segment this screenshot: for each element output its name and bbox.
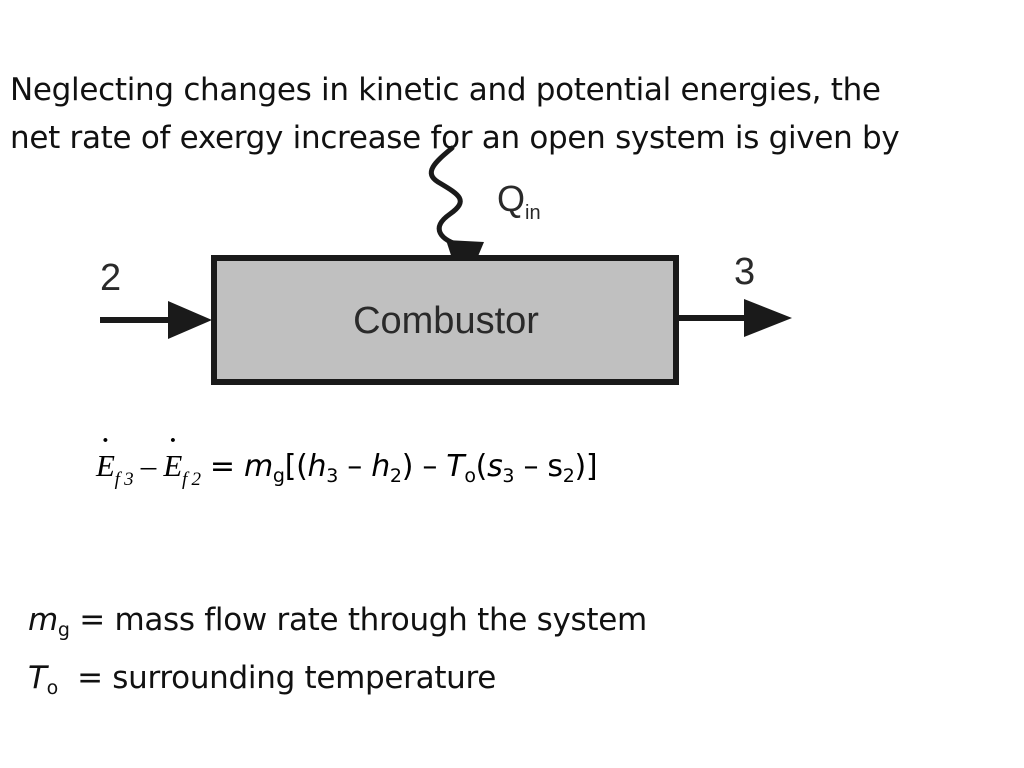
definition-mass-flow: mg = mass flow rate through the system xyxy=(28,596,647,654)
mass-flow-sub: g xyxy=(272,465,285,487)
entropy-3-sub: 3 xyxy=(502,465,515,487)
minus-1: – xyxy=(338,449,372,484)
definition-symbol: T xyxy=(28,660,47,696)
intro-line-2: net rate of exergy increase for an open … xyxy=(10,120,900,156)
enthalpy-3: h xyxy=(307,449,327,484)
outlet-state-label: 3 xyxy=(734,251,755,293)
heat-label-q: Q xyxy=(497,178,525,219)
exergy-rate-3: E xyxy=(96,448,115,484)
mass-flow-symbol: m xyxy=(243,449,273,484)
lhs-minus: – xyxy=(133,448,164,483)
box-label: Combustor xyxy=(353,300,539,342)
definition-text: = mass flow rate through the system xyxy=(69,602,647,638)
intro-text: Neglecting changes in kinetic and potent… xyxy=(10,66,1010,162)
exergy-rate-2: E xyxy=(163,448,182,484)
inlet-arrowhead xyxy=(168,301,212,339)
temperature-symbol: T xyxy=(446,449,465,484)
heat-input-wavy-line xyxy=(428,145,465,249)
entropy-2-sub: 2 xyxy=(562,465,575,487)
enthalpy-3-sub: 3 xyxy=(326,465,339,487)
definition-sub: o xyxy=(46,677,59,699)
intro-line-1: Neglecting changes in kinetic and potent… xyxy=(10,72,881,108)
exergy-rate-3-sub: f 3 xyxy=(114,469,134,490)
exergy-rate-2-sub: f 2 xyxy=(182,469,201,490)
minus-entropy-2: – s xyxy=(514,449,563,484)
bracket-open: [( xyxy=(284,449,308,484)
entropy-3: s xyxy=(487,449,503,484)
temperature-sub: o xyxy=(464,465,476,487)
definition-text: = surrounding temperature xyxy=(57,660,497,696)
definition-sub: g xyxy=(57,619,70,641)
inlet-state-label: 2 xyxy=(100,257,121,299)
close-minus: ) – xyxy=(401,449,447,484)
exergy-equation: Ef 3 – Ef 2 = mg[(h3 – h2) – To(s3 – s2)… xyxy=(96,448,598,491)
heat-label-sub: in xyxy=(525,202,541,224)
paren-open: ( xyxy=(475,449,488,484)
outlet-arrowhead xyxy=(744,299,792,337)
definition-symbol: m xyxy=(28,602,58,638)
combustor-box xyxy=(211,255,679,385)
enthalpy-2-sub: 2 xyxy=(389,465,402,487)
heat-label: Qin xyxy=(497,178,541,224)
definition-temperature: To = surrounding temperature xyxy=(28,654,647,712)
enthalpy-2: h xyxy=(371,449,390,484)
equation-lhs: Ef 3 – Ef 2 xyxy=(96,448,201,490)
bracket-close: )] xyxy=(574,449,598,484)
equals-sign: = xyxy=(200,449,244,484)
definitions: mg = mass flow rate through the system T… xyxy=(28,596,647,712)
